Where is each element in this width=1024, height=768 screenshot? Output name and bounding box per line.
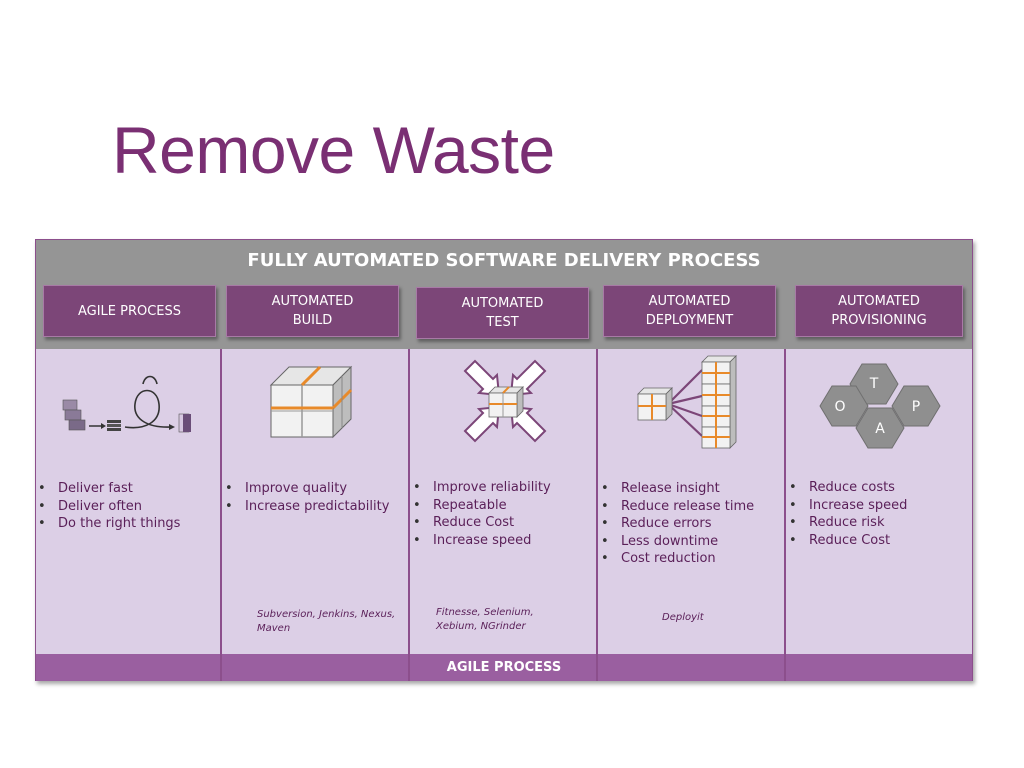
hexagon-top-label: T [869, 376, 879, 392]
bullet-item: Deliver often [38, 498, 218, 516]
bullet-item: Less downtime [601, 533, 781, 551]
stage-automated-test: AUTOMATED TEST [416, 287, 589, 339]
column-divider [596, 349, 598, 681]
stage-agile-process: AGILE PROCESS [43, 285, 216, 337]
banner-title: FULLY AUTOMATED SOFTWARE DELIVERY PROCES… [247, 250, 761, 271]
bullet-item: Reduce costs [789, 479, 969, 497]
stage-automated-provisioning: AUTOMATED PROVISIONING [795, 285, 963, 337]
bullet-item: Improve quality [225, 480, 405, 498]
slide-title: Remove Waste [112, 113, 555, 187]
bullet-item: Do the right things [38, 515, 218, 533]
bullet-item: Increase speed [789, 497, 969, 515]
bullet-item: Increase speed [413, 532, 593, 550]
bullet-item: Repeatable [413, 497, 593, 515]
bullet-item: Deliver fast [38, 480, 218, 498]
bullet-item: Increase predictability [225, 498, 405, 516]
bullet-item: Reduce errors [601, 515, 781, 533]
column-divider [784, 349, 786, 681]
tools-deployment: Deployit [662, 612, 704, 623]
agile-cycle-icon [62, 375, 191, 433]
column-divider [408, 349, 410, 681]
bullets-agile: Deliver fast Deliver often Do the right … [38, 480, 218, 533]
stage-automated-deployment: AUTOMATED DEPLOYMENT [603, 285, 776, 337]
hexagon-left-label: O [834, 399, 845, 415]
footer-bar [36, 654, 972, 681]
column-divider [220, 349, 222, 681]
footer-divider [784, 654, 786, 681]
hexagon-bottom-label: A [875, 421, 885, 437]
bullet-item: Release insight [601, 480, 781, 498]
tools-test: Fitnesse, Selenium, Xebium, NGrinder [436, 607, 534, 632]
bullet-item: Reduce Cost [413, 514, 593, 532]
bullet-item: Reduce Cost [789, 532, 969, 550]
build-cube-icon [269, 365, 353, 439]
hexagon-bottom [855, 407, 905, 449]
hexagon-right [891, 385, 941, 427]
footer-label: AGILE PROCESS [446, 660, 562, 675]
bullet-item: Cost reduction [601, 550, 781, 568]
footer-divider [220, 654, 222, 681]
bullets-build: Improve quality Increase predictability [225, 480, 405, 515]
provisioning-hexagons-icon: T O P A [819, 363, 941, 449]
deployment-cubes-icon [637, 355, 737, 449]
tools-build: Subversion, Jenkins, Nexus, Maven [257, 609, 396, 634]
footer-divider [596, 654, 598, 681]
footer-divider [408, 654, 410, 681]
bullet-item: Reduce release time [601, 498, 781, 516]
bullets-provisioning: Reduce costs Increase speed Reduce risk … [789, 479, 969, 549]
bullet-item: Improve reliability [413, 479, 593, 497]
delivery-process-diagram: FULLY AUTOMATED SOFTWARE DELIVERY PROCES… [35, 239, 973, 681]
bullets-test: Improve reliability Repeatable Reduce Co… [413, 479, 593, 549]
test-arrows-icon [463, 359, 547, 443]
bullets-deployment: Release insight Reduce release time Redu… [601, 480, 781, 568]
hexagon-right-label: P [912, 399, 920, 415]
bullet-item: Reduce risk [789, 514, 969, 532]
stage-automated-build: AUTOMATED BUILD [226, 285, 399, 337]
hexagon-left [819, 385, 869, 427]
